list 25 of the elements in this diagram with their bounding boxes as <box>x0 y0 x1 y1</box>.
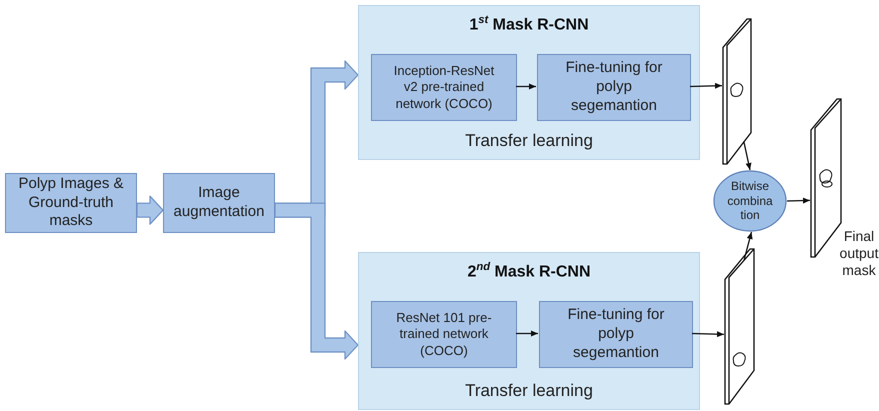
group-panel <box>358 252 700 410</box>
block-arrow <box>136 196 164 225</box>
arrow <box>692 331 724 338</box>
group-title: 2$^{nd}$ Mask R-CNN <box>466 261 592 282</box>
process-box: Fine-tuning for polyp segemantion <box>539 301 693 368</box>
arrow <box>516 330 538 336</box>
arrow <box>786 198 810 204</box>
group-title: 1$^{st}$ Mask R-CNN <box>468 14 590 34</box>
image-caption: Final output mask <box>838 228 879 278</box>
arrow <box>690 82 722 89</box>
mask-image-drawing <box>724 248 755 405</box>
mask-image-drawing <box>722 18 752 165</box>
process-box: ResNet 101 pre-trained network (COCO) <box>371 301 517 368</box>
group-caption: Transfer learning <box>464 131 594 151</box>
group-caption: Transfer learning <box>464 381 594 401</box>
operation-ellipse: Bitwise combina tion <box>713 170 787 232</box>
arrow <box>516 84 536 90</box>
group-panel <box>358 5 700 160</box>
arrow <box>743 141 752 170</box>
block-arrow <box>274 202 359 360</box>
process-box: Inception-ResNet v2 pre-trained network (COCO) <box>371 54 517 121</box>
arrow <box>743 232 753 261</box>
process-box: Polyp Images & Ground-truth masks <box>5 173 137 233</box>
process-box: Image augmentation <box>163 173 275 233</box>
process-box: Fine-tuning for polyp segemantion <box>537 54 691 121</box>
